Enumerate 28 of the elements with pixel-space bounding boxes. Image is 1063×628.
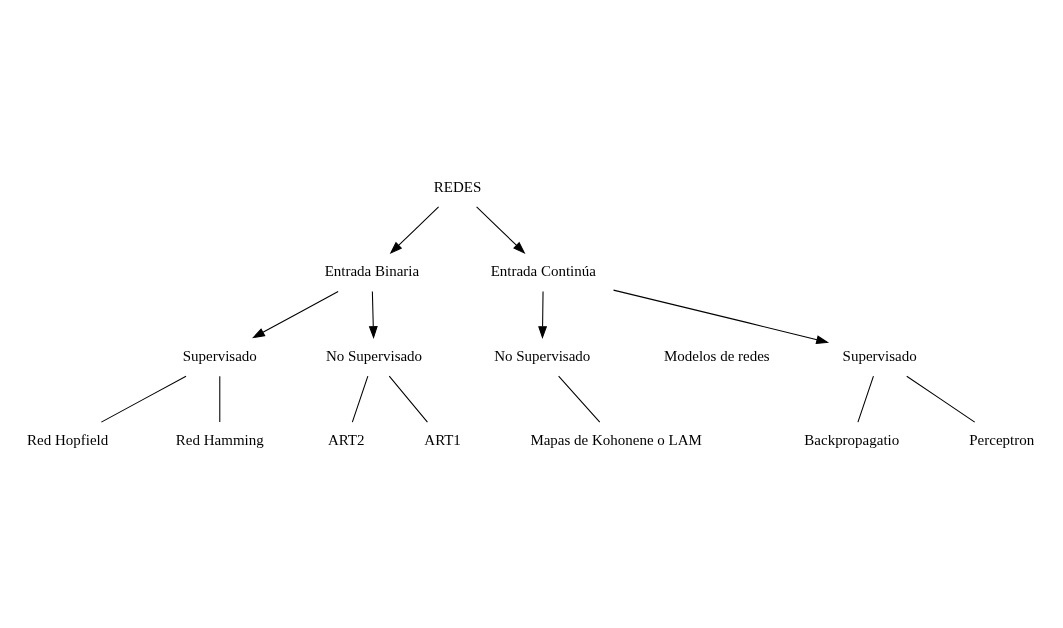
label: Modelos de redes bbox=[663, 347, 770, 364]
arrow bbox=[252, 290, 339, 338]
node-text: ART1 bbox=[424, 431, 461, 448]
node-text: Entrada Binaria bbox=[324, 262, 420, 279]
node-text: Entrada Continúa bbox=[490, 262, 596, 279]
node-text: No Supervisado bbox=[325, 347, 423, 364]
node-text: Red Hopfield bbox=[27, 431, 109, 448]
node-text: Mapas de Kohonene o LAM bbox=[530, 431, 702, 448]
connector bbox=[906, 375, 976, 423]
node-text: REDES bbox=[433, 178, 482, 195]
connector bbox=[219, 375, 221, 423]
connector bbox=[857, 375, 874, 423]
node-text: ART2 bbox=[327, 431, 365, 448]
arrow bbox=[613, 289, 830, 344]
node-text: Backpropagatio bbox=[804, 431, 900, 448]
connector bbox=[100, 375, 187, 423]
node-text: Perceptron bbox=[969, 431, 1035, 448]
arrow bbox=[476, 205, 526, 254]
node-text: Supervisado bbox=[842, 347, 917, 364]
arrow bbox=[389, 205, 440, 254]
arrow bbox=[368, 290, 378, 339]
connector bbox=[351, 375, 369, 423]
connector bbox=[558, 375, 601, 423]
node-text: Red Hamming bbox=[175, 431, 264, 448]
node-text: Supervisado bbox=[182, 347, 257, 364]
connector bbox=[388, 375, 428, 423]
arrow bbox=[538, 290, 548, 339]
node-text: No Supervisado bbox=[494, 347, 591, 364]
